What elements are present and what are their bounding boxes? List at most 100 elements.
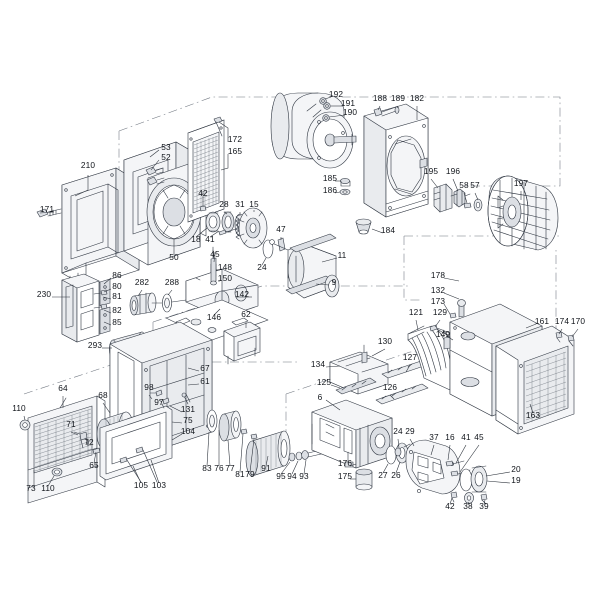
callout-label-24: 24 [393,426,403,436]
part-group-coupling-195 [433,183,483,213]
callout-label-26: 26 [391,470,401,480]
callout-label-53: 53 [161,142,171,152]
callout-label-39: 39 [479,501,489,511]
callout-label-104: 104 [181,426,195,436]
callout-label-173: 173 [431,296,445,306]
callout-label-121: 121 [409,307,423,317]
part-group-oil-filter-91 [206,409,331,477]
callout-label-77: 77 [225,463,235,473]
callout-label-37: 37 [429,432,439,442]
callout-label-52: 52 [161,152,171,162]
callout-label-127: 127 [403,352,417,362]
callout-label-75: 75 [183,415,193,425]
callout-label-97: 97 [154,397,164,407]
part-group-bellhousing-182 [339,103,429,235]
callout-label-94: 94 [287,471,297,481]
callout-label-165: 165 [228,146,242,156]
callout-label-9: 9 [332,277,337,287]
callout-label-58: 58 [459,180,469,190]
callout-label-6: 6 [318,392,323,402]
callout-label-81: 81 [235,469,245,479]
leader-lines [23,96,579,505]
callout-label-146: 146 [207,312,221,322]
callout-label-190: 190 [343,107,357,117]
callout-label-61: 61 [200,376,210,386]
callout-label-192: 192 [329,89,343,99]
callout-label-125: 125 [317,377,331,387]
callout-label-18: 18 [191,234,201,244]
callout-label-38: 38 [463,501,473,511]
part-group-motor-190 [270,92,357,169]
callout-label-197: 197 [514,178,528,188]
callout-label-110: 110 [41,483,55,493]
callout-label-29: 29 [405,426,415,436]
callout-label-28: 28 [219,199,229,209]
callout-label-149: 149 [436,329,450,339]
callout-label-210: 210 [81,160,95,170]
callout-label-91: 91 [261,463,271,473]
callout-label-175: 175 [338,471,352,481]
callout-label-170: 170 [571,316,585,326]
callout-label-72: 72 [84,437,94,447]
callout-label-129: 129 [433,307,447,317]
part-group-cooler-134 [329,344,431,405]
callout-label-86: 86 [112,270,122,280]
callout-label-24: 24 [257,262,267,272]
callout-label-189: 189 [391,93,405,103]
callout-label-142: 142 [235,289,249,299]
part-group-pump-6 [311,399,409,491]
callout-label-81: 81 [112,291,122,301]
callout-label-186: 186 [323,185,337,195]
callout-label-195: 195 [424,166,438,176]
callout-label-130: 130 [378,336,392,346]
callout-label-176: 176 [338,458,352,468]
part-group-cover-163 [495,325,575,435]
part-group-filter-panel-165 [187,116,225,223]
part-group-access-door-104 [99,389,191,483]
callout-label-174: 174 [555,316,569,326]
callout-label-42: 42 [445,501,455,511]
callout-label-288: 288 [165,277,179,287]
callout-label-184: 184 [381,225,395,235]
callout-label-131: 131 [181,404,195,414]
callout-label-79: 79 [245,469,255,479]
callout-label-83: 83 [202,463,212,473]
callout-label-45: 45 [474,432,484,442]
callout-label-50: 50 [169,252,179,262]
callout-label-196: 196 [446,166,460,176]
callout-label-62: 62 [241,309,251,319]
callout-label-67: 67 [200,363,210,373]
filter-mesh [193,135,219,211]
callout-label-293: 293 [88,340,102,350]
callout-label-178: 178 [431,270,445,280]
part-group-manifold-11 [269,233,340,299]
callout-label-41: 41 [205,234,215,244]
callout-label-65: 65 [89,460,99,470]
callout-label-171: 171 [40,204,54,214]
callout-label-85: 85 [112,317,122,327]
callout-label-132: 132 [431,285,445,295]
callout-label-182: 182 [410,93,424,103]
callout-label-64: 64 [58,383,68,393]
callout-label-20: 20 [511,464,521,474]
part-group-seals-282 [129,292,187,316]
callout-label-27: 27 [378,470,388,480]
callout-label-19: 19 [511,475,521,485]
callout-label-230: 230 [37,289,51,299]
callout-label-172: 172 [228,134,242,144]
callout-label-57: 57 [470,180,480,190]
callout-label-41: 41 [461,432,471,442]
callout-label-45: 45 [210,249,220,259]
callout-label-134: 134 [311,359,325,369]
callout-label-188: 188 [373,93,387,103]
callout-label-47: 47 [276,224,286,234]
part-group-endcover-37 [394,439,488,505]
callout-label-71: 71 [66,419,76,429]
callout-label-42: 42 [198,188,208,198]
callout-label-76: 76 [214,463,224,473]
callout-label-82: 82 [112,305,122,315]
callout-label-80: 80 [112,281,122,291]
